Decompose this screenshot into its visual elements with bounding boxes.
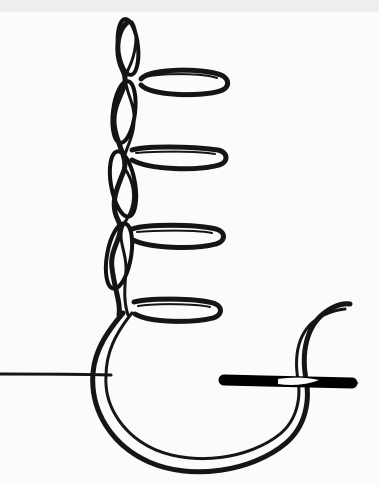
fabric-line [0,374,111,375]
